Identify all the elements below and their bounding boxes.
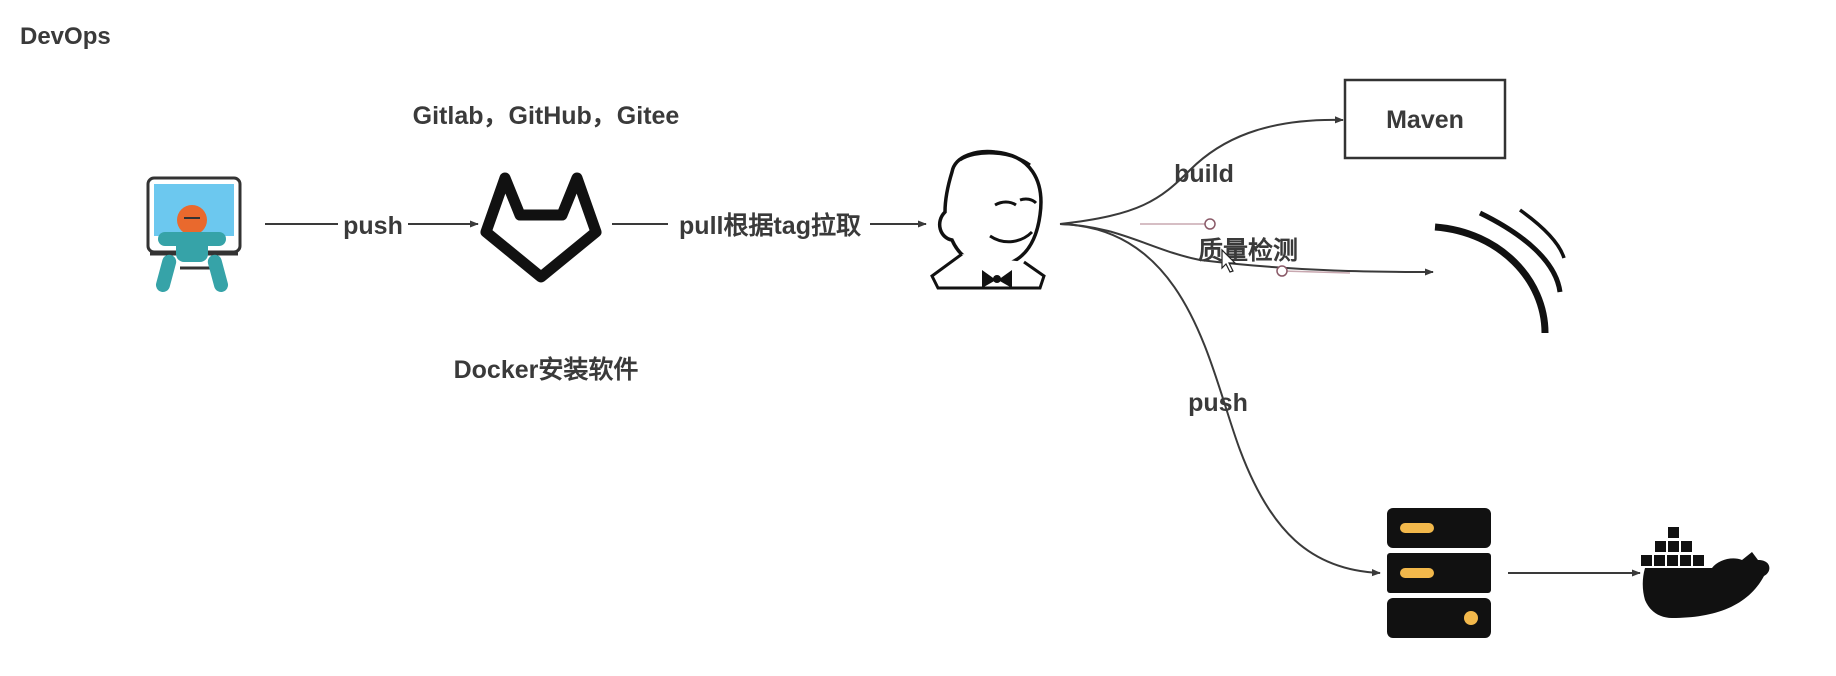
- edges: [265, 116, 1641, 577]
- diagram-title: DevOps: [20, 23, 111, 50]
- maven-box: [1343, 78, 1507, 160]
- edge-selection-handles: [1140, 218, 1351, 277]
- docker-whale-icon: [1641, 527, 1770, 618]
- edge-label-build: build: [1174, 160, 1234, 188]
- sonarqube-waves-icon: [1434, 208, 1566, 334]
- edge-label-pull-by-tag: pull根据tag拉取: [679, 211, 861, 240]
- server-rack-icon: [1387, 508, 1491, 638]
- mouse-cursor-icon: [1221, 248, 1237, 273]
- edge-jenkins-to-sonar: [1059, 223, 1434, 276]
- maven-node: Maven: [1343, 78, 1507, 160]
- gitlab-fox-icon: [480, 172, 602, 283]
- edge-label-push-developer: push: [343, 212, 403, 240]
- docker-install-annotation: Docker安装软件: [454, 355, 639, 384]
- edge-jenkins-to-server: [1059, 223, 1381, 577]
- edge-jenkins-to-maven: [1059, 116, 1344, 225]
- jenkins-butler-icon: [930, 149, 1046, 290]
- maven-label: Maven: [1386, 106, 1464, 134]
- developer-at-computer-icon: [146, 176, 242, 292]
- edge-label-quality-check: 质量检测: [1198, 236, 1298, 265]
- edge-label-push-server: push: [1188, 389, 1248, 417]
- repos-annotation: Gitlab，GitHub，Gitee: [413, 102, 680, 130]
